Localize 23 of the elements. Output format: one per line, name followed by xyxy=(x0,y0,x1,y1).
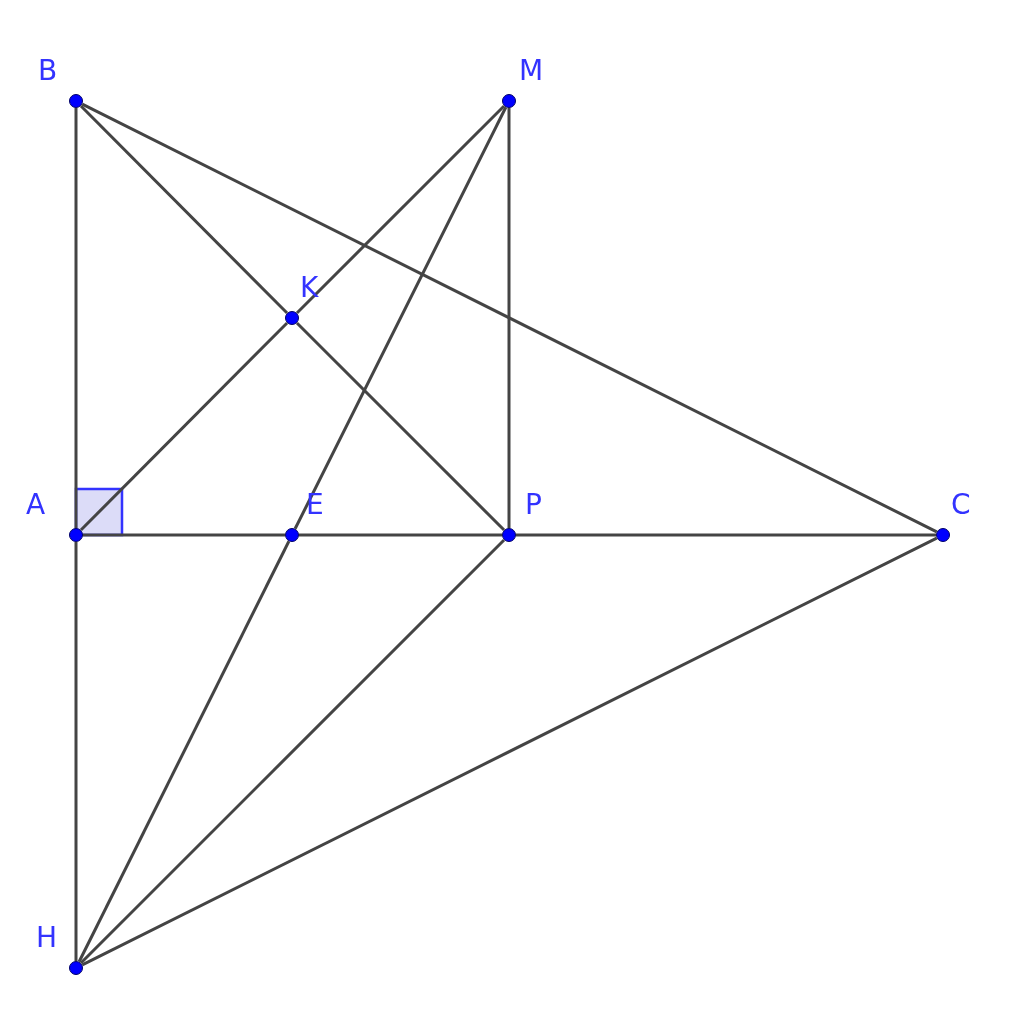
line-segment xyxy=(79,321,289,532)
point-label: M xyxy=(519,55,544,87)
line-segment xyxy=(295,321,506,532)
point-label: K xyxy=(300,272,319,304)
point-label: B xyxy=(38,55,58,87)
point-label: H xyxy=(36,922,58,954)
line-segment xyxy=(81,102,938,534)
line-segment xyxy=(507,108,511,528)
point-label: E xyxy=(306,489,324,521)
point-label: A xyxy=(26,489,46,521)
line-segment xyxy=(74,108,78,528)
line-segment xyxy=(77,540,291,963)
line-segment xyxy=(83,533,285,537)
line-segment xyxy=(79,104,289,315)
line-segment xyxy=(293,106,508,530)
line-segment xyxy=(295,104,506,315)
line-segment xyxy=(81,536,938,967)
line-segment xyxy=(74,542,78,961)
line-segment xyxy=(516,533,936,537)
point-label: C xyxy=(951,489,971,521)
point-label: P xyxy=(525,489,542,521)
line-segment xyxy=(79,538,506,965)
line-segment xyxy=(299,533,502,537)
